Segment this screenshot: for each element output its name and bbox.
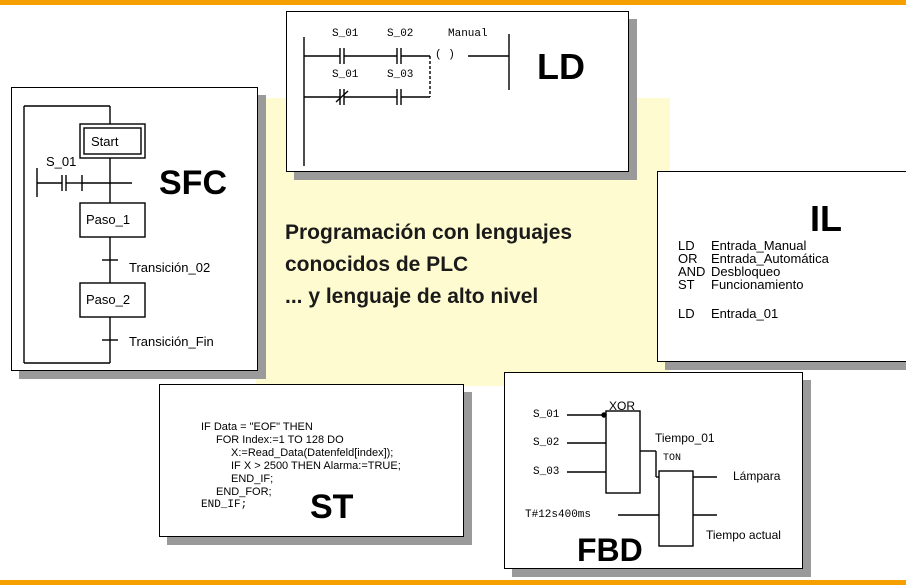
fbd-diagram	[567, 410, 717, 547]
il-op-1: LD	[678, 238, 695, 253]
sfc-diagram	[23, 105, 146, 364]
st-line-2: FOR Index:=1 TO 128 DO	[216, 434, 344, 446]
fbd-title: FBD	[577, 532, 643, 568]
sfc-transicion-fin: Transición_Fin	[129, 334, 214, 349]
il-line-4: ST Funcionamiento	[678, 278, 804, 291]
sfc-paso1-step: Paso_1	[86, 212, 131, 227]
sfc-panel: Start S_01 SFC Paso_1 Transición_02 Paso…	[11, 87, 258, 371]
st-line-1: IF Data = "EOF" THEN	[201, 421, 313, 433]
fbd-panel: S_01 XOR S_02 Tiempo_01 TON S_03 Lámpara…	[504, 372, 803, 569]
fbd-tiempo01: Tiempo_01	[655, 431, 715, 445]
sfc-start-step: Start	[91, 134, 119, 149]
fbd-s03: S_03	[533, 466, 560, 478]
ld-manual: Manual	[448, 28, 488, 40]
il-arg-2: Entrada_Automática	[711, 251, 829, 266]
il-line-2: OR Entrada_Automática	[678, 252, 829, 265]
il-panel: IL LD Entrada_Manual OR Entrada_Automática…	[657, 171, 906, 362]
caption-line-3: ... y lenguaje de alto nivel	[285, 285, 539, 308]
sfc-transicion02: Transición_02	[129, 260, 211, 275]
st-line-4: IF X > 2500 THEN Alarma:=TRUE;	[231, 460, 401, 472]
st-line-3: X:=Read_Data(Datenfeld[index]);	[231, 447, 394, 459]
il-arg-3: Desbloqueo	[711, 264, 781, 279]
ld-panel: S_01 S_02 Manual ( ) S_01 S_03 LD	[286, 11, 629, 172]
st-panel: IF Data = "EOF" THEN FOR Index:=1 TO 128…	[159, 384, 464, 537]
sfc-s01: S_01	[46, 154, 77, 169]
st-line-5: END_IF;	[231, 473, 274, 485]
caption-line-2: conocidos de PLC	[285, 253, 469, 276]
fbd-preset: T#12s400ms	[525, 509, 592, 521]
il-op-4: ST	[678, 277, 695, 292]
ld-s01-top: S_01	[332, 28, 359, 40]
ld-s01-bottom: S_01	[332, 69, 359, 81]
ld-s03: S_03	[387, 69, 414, 81]
il-title: IL	[810, 198, 842, 239]
ld-s02: S_02	[387, 28, 414, 40]
fbd-lampara: Lámpara	[733, 469, 781, 483]
st-line-6: END_FOR;	[216, 486, 272, 498]
center-caption: Programación con lenguajes conocidos de …	[285, 217, 572, 313]
il-op-2: OR	[678, 251, 698, 266]
il-line-1: LD Entrada_Manual	[678, 239, 806, 252]
st-title: ST	[310, 488, 354, 526]
st-line-7: END_IF;	[201, 499, 248, 511]
caption-line-1: Programación con lenguajes	[285, 221, 573, 244]
il-op-5: LD	[678, 306, 695, 321]
ld-diagram	[303, 34, 510, 166]
fbd-s01: S_01	[533, 409, 560, 421]
il-arg-4: Funcionamiento	[711, 277, 804, 292]
il-op-3: AND	[678, 264, 706, 279]
bottom-accent-bar	[0, 580, 906, 585]
il-arg-1: Entrada_Manual	[711, 238, 807, 253]
fbd-ton: TON	[663, 453, 682, 464]
ld-title: LD	[537, 46, 585, 87]
ld-coil: ( )	[435, 49, 455, 61]
top-accent-bar	[0, 0, 906, 5]
fbd-tiempo-actual: Tiempo actual	[706, 528, 781, 542]
il-arg-5: Entrada_01	[711, 306, 779, 321]
fbd-xor: XOR	[609, 399, 636, 413]
il-line-5: LD Entrada_01	[678, 307, 778, 320]
fbd-s02: S_02	[533, 437, 560, 449]
sfc-paso2-step: Paso_2	[86, 292, 131, 307]
sfc-title: SFC	[159, 164, 227, 202]
il-line-3: AND Desbloqueo	[678, 265, 780, 278]
